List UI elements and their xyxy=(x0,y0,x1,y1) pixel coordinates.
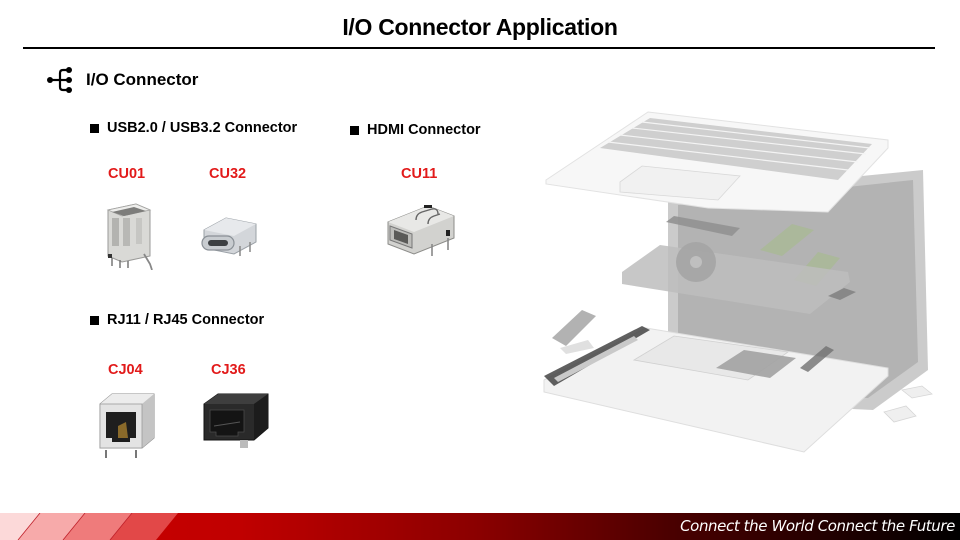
part-code-cu01: CU01 xyxy=(108,166,146,182)
part-code-cj04: CJ04 xyxy=(108,362,143,378)
touchpad xyxy=(619,165,741,201)
part-code-cu32: CU32 xyxy=(209,166,247,182)
part-code-cu11: CU11 xyxy=(401,166,438,182)
part-code-cj36: CJ36 xyxy=(211,362,246,378)
bullet-square-icon xyxy=(90,315,99,325)
title-divider xyxy=(23,47,935,49)
page-title: I/O Connector Application xyxy=(342,14,618,40)
hinge-cover xyxy=(901,385,933,399)
hdmi-connector-image xyxy=(387,205,455,256)
section-label: I/O Connector xyxy=(86,70,199,89)
footer-stripes xyxy=(0,513,178,540)
rj45-black-connector-image xyxy=(203,393,269,448)
bullet-square-icon xyxy=(350,125,359,135)
wifi-card xyxy=(828,288,856,300)
section-heading: I/O Connector xyxy=(46,66,198,94)
footer-banner: Connect the World Connect the Future xyxy=(0,513,960,540)
group-title-text: RJ11 / RJ45 Connector xyxy=(107,312,265,328)
footer-tagline: Connect the World Connect the Future xyxy=(680,517,955,535)
group-title-rj: RJ11 / RJ45 Connector xyxy=(90,312,264,328)
group-title-usb: USB2.0 / USB3.2 Connector xyxy=(90,120,297,136)
group-title-text: HDMI Connector xyxy=(367,122,481,138)
usb-type-c-connector-image xyxy=(201,217,257,256)
daughterboard xyxy=(552,310,596,346)
bullet-square-icon xyxy=(90,123,99,133)
ram-module xyxy=(760,224,814,256)
hinge-cover xyxy=(883,405,917,423)
ssd-module xyxy=(666,216,740,236)
usb-type-a-connector-image xyxy=(106,203,153,270)
group-title-text: USB2.0 / USB3.2 Connector xyxy=(107,120,298,136)
group-title-hdmi: HDMI Connector xyxy=(350,122,481,138)
speaker-module xyxy=(800,346,834,372)
exploded-laptop-illustration xyxy=(543,111,933,453)
tree-structure-icon xyxy=(47,67,72,93)
rj45-white-connector-image xyxy=(99,393,155,458)
